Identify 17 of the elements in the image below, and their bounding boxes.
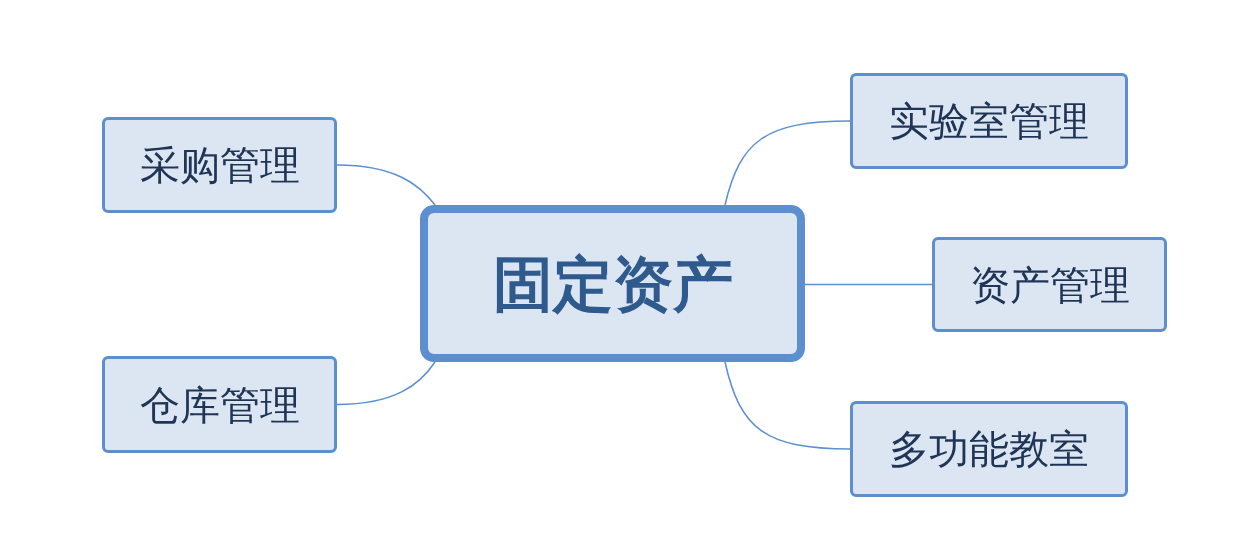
connector-line — [804, 283, 933, 286]
topic-label: 实验室管理 — [889, 97, 1089, 146]
topic-label: 仓库管理 — [139, 380, 300, 430]
topic-box — [102, 356, 337, 453]
connector-line — [336, 164, 436, 206]
connector-line — [724, 361, 851, 450]
central-topic-box — [420, 205, 805, 362]
connector-line — [724, 120, 851, 206]
topic-box — [102, 117, 337, 213]
connector-line — [336, 361, 436, 406]
topic-label: 采购管理 — [139, 141, 300, 190]
topic-label: 固定资产 — [492, 247, 733, 321]
topic-box — [850, 401, 1128, 497]
topic-box — [850, 73, 1128, 169]
topic-box — [932, 237, 1167, 332]
topic-label: 多功能教室 — [889, 425, 1089, 474]
topic-label: 资产管理 — [969, 260, 1130, 310]
